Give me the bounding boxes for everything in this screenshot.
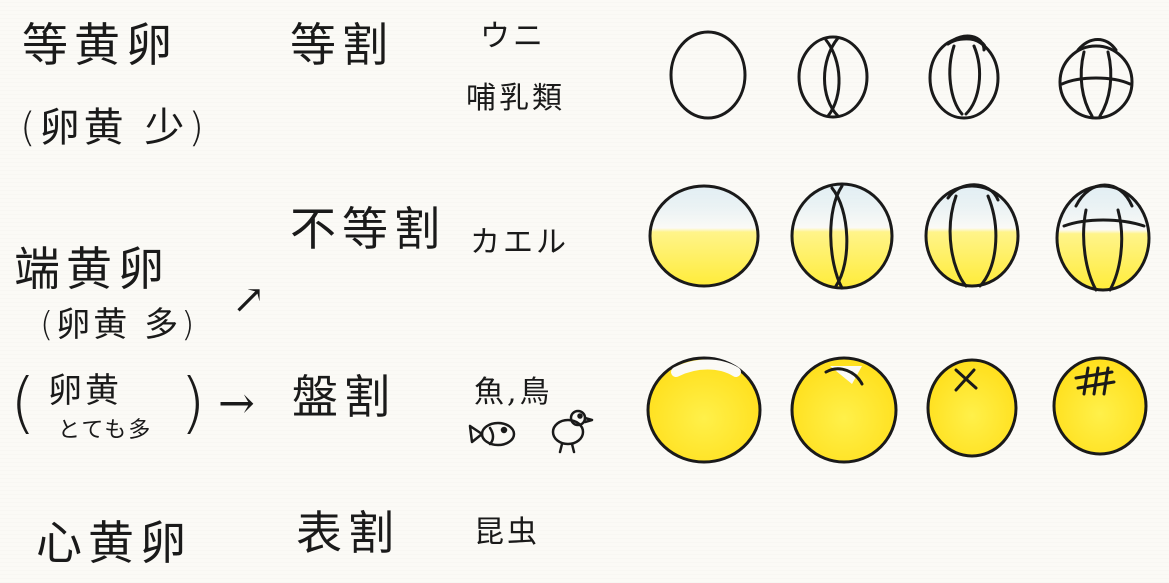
frog-egg-1cell <box>648 184 760 288</box>
fish-icon <box>468 421 516 447</box>
bird-egg-4cell <box>926 358 1018 458</box>
cleavage-holoblastic-unequal: 不等割 <box>290 202 446 256</box>
cleavage-superficial: 表割 <box>296 506 400 560</box>
egg-4cell <box>928 34 1000 120</box>
bird-icon <box>551 409 594 454</box>
yolk-type-telolecithal: 端黄卵 <box>14 242 170 296</box>
frog-egg-2cell <box>790 182 894 290</box>
cleavage-holoblastic-equal: 等割 <box>290 18 394 72</box>
frog-egg-8cell <box>1055 183 1151 292</box>
species-sea-urchin: ウニ <box>480 19 546 54</box>
arrow-up-right: ↗ <box>232 277 269 323</box>
egg-1cell <box>669 30 747 120</box>
frog-egg-4cell <box>924 183 1020 288</box>
paren-open: ( <box>10 364 36 441</box>
yolk-note-line2: とても多 <box>58 418 153 443</box>
bird-egg-2cell <box>790 356 898 464</box>
egg-2cell <box>797 35 869 119</box>
yolk-type-isolecithal: 等黄卵 <box>22 18 178 72</box>
species-mammals: 哺乳類 <box>466 81 565 116</box>
yolk-note-line1: 卵黄 <box>48 371 122 411</box>
species-insects: 昆虫 <box>474 515 540 550</box>
egg-8cell <box>1058 38 1134 120</box>
bird-egg-1cell <box>646 356 762 464</box>
species-fish-bird: 魚,鳥 <box>474 375 553 410</box>
species-frog: カエル <box>470 225 569 260</box>
yolk-note-telolecithal: (卵黄 多) <box>40 305 198 345</box>
cleavage-discoidal: 盤割 <box>292 370 396 424</box>
arrow-right: → <box>218 378 259 429</box>
yolk-note-isolecithal: (卵黄 少) <box>20 105 208 151</box>
paren-close: ) <box>180 364 206 441</box>
bird-egg-8cell <box>1052 356 1148 456</box>
yolk-type-centrolecithal: 心黄卵 <box>36 516 192 570</box>
